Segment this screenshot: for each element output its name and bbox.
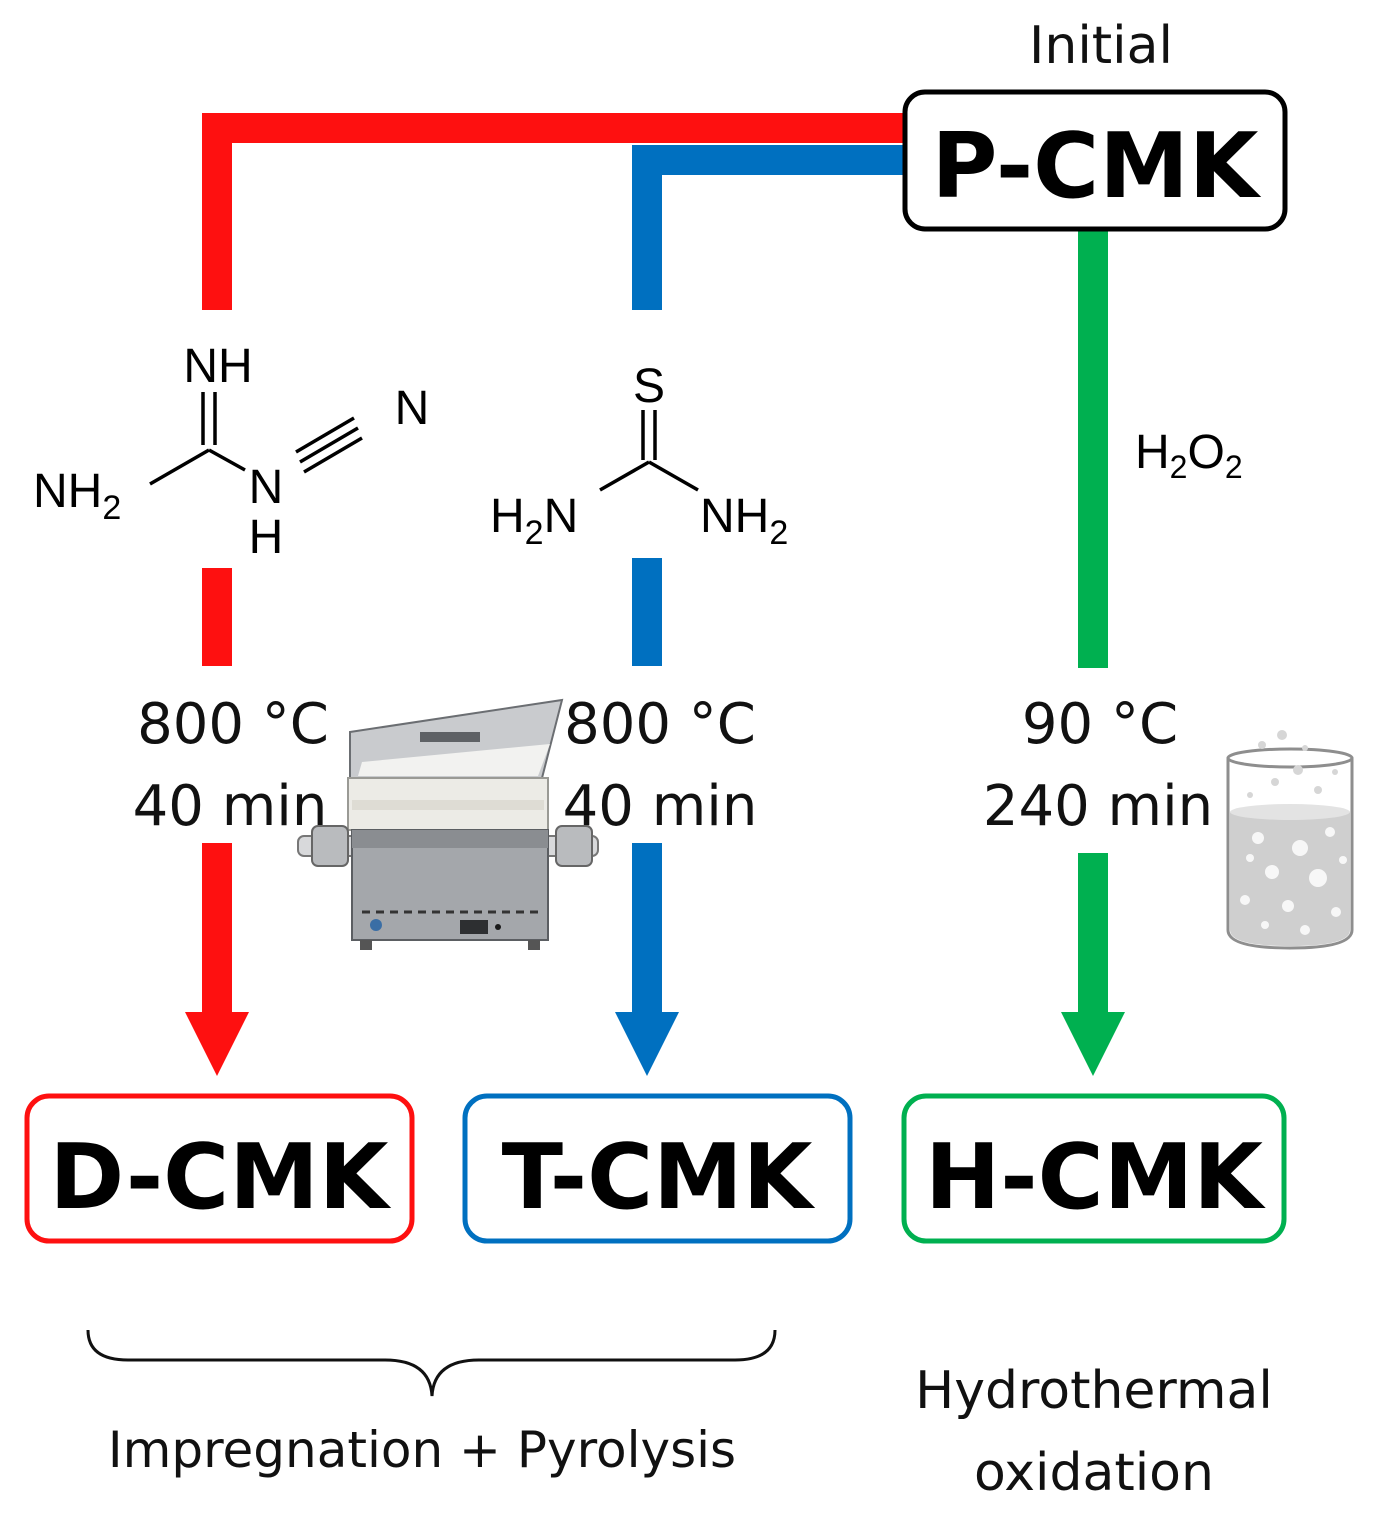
oxidation-time: 240 min (983, 774, 1213, 839)
d-cmk-label: D-CMK (49, 1125, 391, 1230)
dicyandiamide-amine: NH2 (33, 465, 121, 527)
beaker-bubbles-icon (1226, 730, 1354, 950)
green-down-connector (1078, 230, 1108, 668)
thiourea-right-amine: NH2 (700, 490, 788, 552)
hydrogen-peroxide-label: H2O2 (1135, 426, 1243, 485)
thiourea-temperature: 800 °C (564, 692, 756, 757)
tube-furnace-icon (297, 698, 599, 950)
initial-caption: Initial (1029, 16, 1173, 76)
red-down-connector (202, 113, 232, 310)
h-cmk-box (901, 1093, 1287, 1244)
dicyandiamide-secondary-n: N (249, 461, 284, 514)
green-arrow-head (1061, 1012, 1125, 1076)
hydrothermal-caption-line1: Hydrothermal (915, 1361, 1273, 1421)
dicyandiamide-route-lines (185, 113, 907, 1076)
thiourea-route-lines (615, 145, 907, 1076)
dicyandiamide-structure (149, 392, 363, 486)
thiourea-left-amine: H2N (490, 490, 578, 552)
d-cmk-box (24, 1093, 415, 1244)
blue-mid-connector (632, 558, 662, 666)
dicyandiamide-time: 40 min (133, 774, 328, 839)
blue-arrow-shaft (632, 843, 662, 1015)
dicyandiamide-imine: NH (183, 340, 252, 393)
red-mid-connector (202, 568, 232, 666)
red-top-connector (202, 113, 907, 143)
oxidation-route-lines (1061, 230, 1125, 1076)
dicyandiamide-nitrile: N (395, 382, 430, 435)
red-arrow-shaft (202, 843, 232, 1015)
thiourea-time: 40 min (563, 774, 758, 839)
blue-top-connector (632, 145, 907, 175)
t-cmk-label: T-CMK (502, 1125, 816, 1230)
thiourea-structure (599, 410, 699, 492)
red-arrow-head (185, 1012, 249, 1076)
blue-down-connector (632, 145, 662, 310)
h-cmk-label: H-CMK (925, 1125, 1266, 1230)
p-cmk-box (902, 89, 1288, 232)
hydrothermal-caption-line2: oxidation (974, 1443, 1214, 1503)
thiourea-sulfur: S (633, 360, 665, 413)
dicyandiamide-secondary-h: H (249, 511, 284, 564)
t-cmk-box (462, 1093, 853, 1244)
green-arrow-shaft (1078, 853, 1108, 1015)
dicyandiamide-temperature: 800 °C (137, 692, 329, 757)
grouping-brace (86, 1329, 777, 1397)
p-cmk-label: P-CMK (931, 114, 1261, 219)
oxidation-temperature: 90 °C (1022, 692, 1178, 757)
blue-arrow-head (615, 1012, 679, 1076)
pyrolysis-caption: Impregnation + Pyrolysis (108, 1421, 736, 1479)
